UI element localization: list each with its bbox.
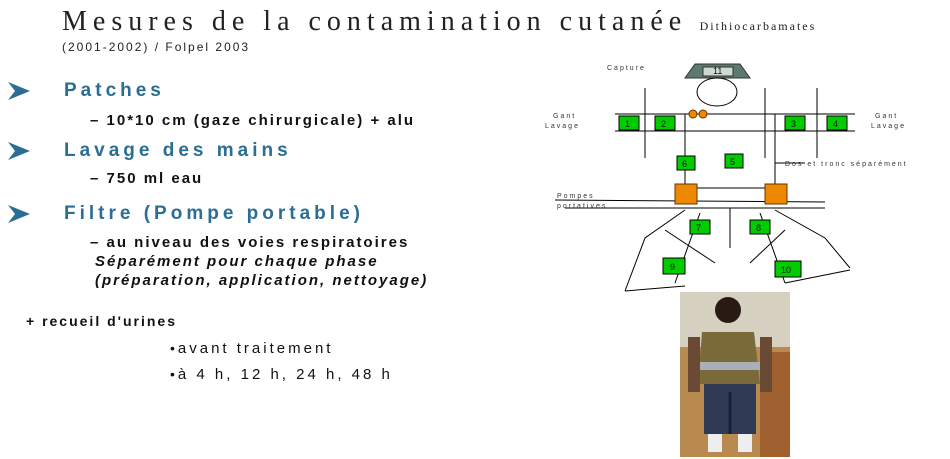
- bullet-detail: – 750 ml eau: [90, 170, 204, 187]
- patch-number: 7: [696, 223, 701, 233]
- italic-line: (préparation, application, nettoyage): [95, 272, 429, 289]
- urine-label: + recueil d'urines: [26, 313, 177, 329]
- label-gant-right: Gant: [875, 113, 898, 120]
- label-portatives: portatives: [557, 203, 607, 210]
- label-gant-left: Gant: [553, 113, 576, 120]
- title-sub: Dithiocarbamates: [699, 19, 817, 33]
- bullet-patches: Patches: [8, 80, 165, 102]
- bullet-filtre: Filtre (Pompe portable): [8, 203, 364, 225]
- patch-number: 8: [756, 223, 761, 233]
- italic-line: Séparément pour chaque phase: [95, 253, 379, 270]
- patch-number: 4: [833, 119, 838, 129]
- arrow-bullet-icon: [8, 142, 30, 160]
- label-pompes: Pompes: [557, 193, 595, 200]
- label-dos: Dos et tronc séparément: [785, 161, 908, 168]
- bullet-lavage: Lavage des mains: [8, 140, 292, 162]
- bullet-heading: Patches: [64, 80, 165, 101]
- bullet-detail: – 10*10 cm (gaze chirurgicale) + alu: [90, 112, 416, 129]
- patch-number: 5: [730, 157, 735, 167]
- bullet-heading: Lavage des mains: [64, 140, 292, 161]
- patch-number: 3: [791, 119, 796, 129]
- patch-number: 2: [661, 119, 666, 129]
- worker-photo-drawing: [680, 292, 790, 457]
- urine-item: •à 4 h, 12 h, 24 h, 48 h: [170, 366, 393, 383]
- worker-photo: [680, 292, 790, 457]
- patch-number: 1: [625, 119, 630, 129]
- title-period: (2001-2002) / Folpel 2003: [62, 40, 251, 54]
- patch-placement-diagram: 11 1 2 3 4 5 6 7 8 9 10 Capture Gant Lav…: [545, 63, 908, 292]
- arrow-bullet-icon: [8, 205, 30, 223]
- title-main: Mesures de la contamination cutanée: [62, 6, 688, 37]
- patch-number: 9: [670, 262, 675, 272]
- label-lavage-left: Lavage: [545, 123, 580, 130]
- patch-number: 6: [682, 159, 687, 169]
- patch-number: 10: [781, 265, 791, 275]
- urine-item: •avant traitement: [170, 340, 334, 357]
- bullet-detail: – au niveau des voies respiratoires: [90, 234, 410, 251]
- bullet-heading: Filtre (Pompe portable): [64, 203, 364, 224]
- slide-title: Mesures de la contamination cutanée Dith…: [62, 6, 816, 38]
- head-number: 11: [713, 66, 722, 76]
- label-lavage-right: Lavage: [871, 123, 906, 130]
- arrow-bullet-icon: [8, 82, 30, 100]
- label-capture: Capture: [607, 65, 646, 72]
